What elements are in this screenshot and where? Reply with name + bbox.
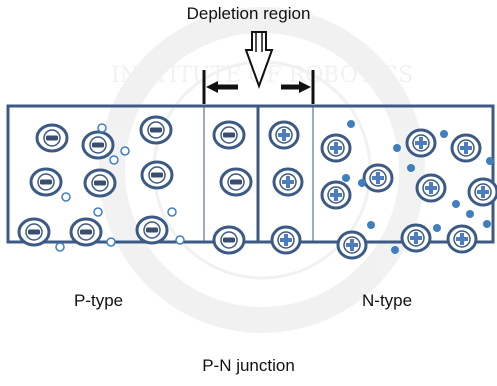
minus-circle-icon <box>29 167 63 197</box>
electron-dot-icon <box>483 220 491 228</box>
electron-dot-icon <box>391 246 399 254</box>
hole-dot-icon <box>55 242 65 252</box>
hole-dot-icon <box>61 192 71 202</box>
electron-dot-icon <box>407 164 415 172</box>
electron-dot-icon <box>452 200 460 208</box>
hole-dot-icon <box>120 146 130 156</box>
electron-dot-icon <box>347 120 355 128</box>
p-type-label: P-type <box>74 291 124 310</box>
plus-circle-icon <box>467 177 497 207</box>
electron-dot-icon <box>433 224 441 232</box>
hole-dot-icon <box>109 155 119 165</box>
plus-circle-icon <box>400 223 432 253</box>
minus-circle-icon <box>83 168 117 198</box>
hole-dot-icon <box>97 123 107 133</box>
minus-circle-icon <box>212 120 246 150</box>
hole-dot-icon <box>175 235 185 245</box>
minus-circle-icon <box>212 225 246 255</box>
plus-circle-icon <box>320 180 352 210</box>
electron-dot-icon <box>393 144 401 152</box>
plus-circle-icon <box>446 224 478 254</box>
electron-dot-icon <box>367 221 375 229</box>
junction-bar-outline <box>6 104 495 244</box>
n-type-label: N-type <box>362 291 413 310</box>
hole-dot-icon <box>93 207 103 217</box>
minus-circle-icon <box>81 130 115 160</box>
electron-dot-icon <box>486 157 494 165</box>
plus-circle-icon <box>270 225 302 255</box>
electron-dot-icon <box>466 210 474 218</box>
plus-circle-icon <box>450 133 482 163</box>
minus-circle-icon <box>135 215 169 245</box>
double-arrow-icon <box>202 70 315 104</box>
hole-dot-icon <box>106 237 116 247</box>
depletion-region-label: Depletion region <box>186 4 311 23</box>
down-arrow-icon <box>244 31 274 89</box>
plus-circle-icon <box>362 163 394 193</box>
plus-circle-icon <box>272 167 304 197</box>
minus-circle-icon <box>139 115 173 145</box>
minus-circle-icon <box>140 160 174 190</box>
plus-circle-icon <box>415 173 447 203</box>
plus-circle-icon <box>268 120 300 150</box>
minus-circle-icon <box>17 217 51 247</box>
electron-dot-icon <box>358 179 366 187</box>
plus-circle-icon <box>320 133 352 163</box>
hole-dot-icon <box>167 207 177 217</box>
plus-circle-icon <box>405 128 437 158</box>
pn-junction-label: P-N junction <box>202 356 295 375</box>
minus-circle-icon <box>35 123 69 153</box>
electron-dot-icon <box>342 174 350 182</box>
plus-circle-icon <box>336 230 368 260</box>
minus-circle-icon <box>219 167 253 197</box>
minus-circle-icon <box>69 217 103 247</box>
electron-dot-icon <box>440 130 448 138</box>
charge-carriers <box>17 115 497 260</box>
